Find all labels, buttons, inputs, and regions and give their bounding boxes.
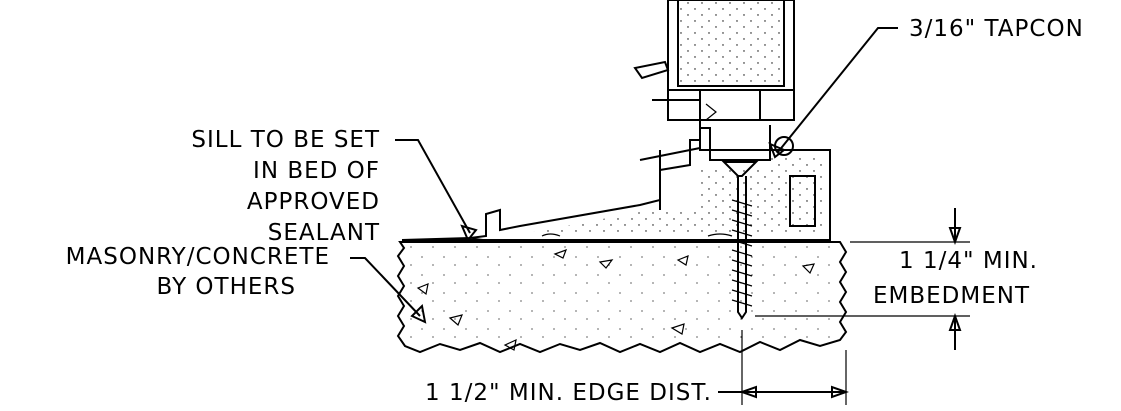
sill-note-line4: SEALANT: [268, 220, 380, 246]
embedment-dimension: [755, 208, 970, 350]
sash-frame: [633, 0, 795, 156]
sill-note-line3: APPROVED: [247, 189, 380, 215]
edge-distance-dimension: [718, 330, 849, 405]
tapcon-label: 3/16" TAPCON: [909, 16, 1084, 42]
sill-frame: [401, 127, 831, 241]
tapcon-screw: [721, 161, 759, 320]
embedment-label-line1: 1 1/4" MIN.: [899, 248, 1038, 274]
concrete-slab: [396, 241, 848, 354]
masonry-note-line2: BY OTHERS: [157, 274, 296, 300]
embedment-label-line2: EMBEDMENT: [873, 283, 1030, 309]
masonry-note-line1: MASONRY/CONCRETE: [66, 244, 330, 270]
leader-lines: [350, 27, 898, 324]
sill-note-line1: SILL TO BE SET: [191, 127, 380, 153]
sill-note-line2: IN BED OF: [253, 158, 380, 184]
edge-distance-label: 1 1/2" MIN. EDGE DIST.: [425, 380, 712, 406]
